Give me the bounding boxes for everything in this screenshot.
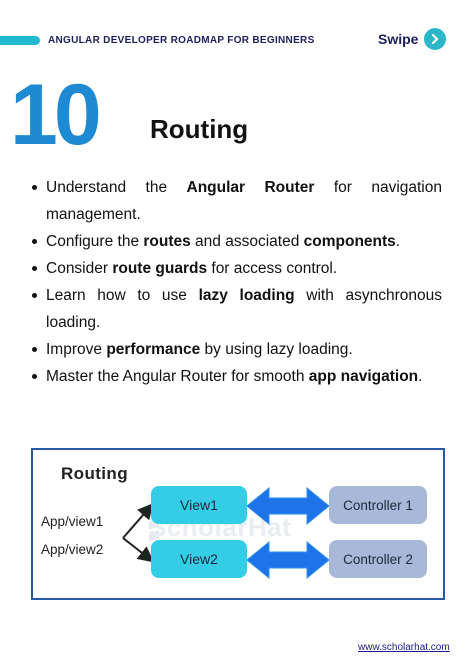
bullet-item: Consider route guards for access control…: [30, 255, 442, 282]
double-arrow-icon: [246, 540, 330, 580]
footer-website-link[interactable]: www.scholarhat.com: [358, 642, 450, 653]
route-label: App/view2: [41, 542, 104, 557]
section-number: 10: [10, 67, 102, 163]
bullet-item: Configure the routes and associated comp…: [30, 228, 442, 255]
bullet-item: Learn how to use lazy loading with async…: [30, 282, 442, 336]
bullet-item: Understand the Angular Router for naviga…: [30, 174, 442, 228]
diagram-title: Routing: [61, 464, 128, 483]
route-label: App/view1: [41, 514, 104, 529]
swipe-label[interactable]: Swipe: [378, 31, 419, 47]
watermark-logo-icon: [149, 518, 159, 542]
bullet-item: Master the Angular Router for smooth app…: [30, 363, 442, 390]
section-title: Routing: [150, 114, 249, 144]
controller-box: Controller 1: [329, 486, 427, 524]
controller-box: Controller 2: [329, 540, 427, 578]
view-box: View1: [151, 486, 247, 524]
bullet-item: Improve performance by using lazy loadin…: [30, 336, 442, 363]
view-box: View2: [151, 540, 247, 578]
chevron-right-icon[interactable]: [424, 28, 447, 50]
bullet-list: Understand the Angular Router for naviga…: [30, 174, 442, 390]
header-accent-bar: [0, 36, 40, 45]
routing-diagram: ScholarHat Routing App/view1 App/view2 V…: [31, 448, 445, 600]
swipe-control[interactable]: Swipe: [378, 28, 447, 50]
double-arrow-icon: [246, 486, 330, 526]
header-title: ANGULAR DEVELOPER ROADMAP FOR BEGINNERS: [48, 35, 315, 46]
